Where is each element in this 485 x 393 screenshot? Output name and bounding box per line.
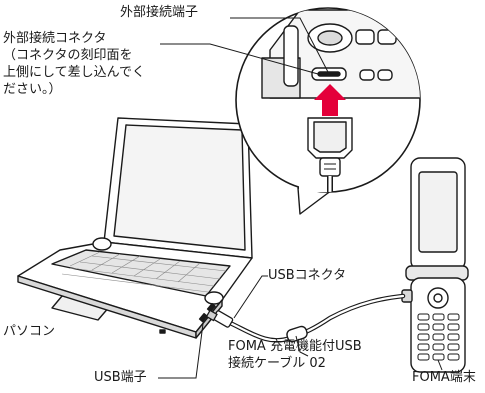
cable-line-2: 接続ケーブル 02 xyxy=(228,356,326,371)
insert-arrow xyxy=(314,84,346,116)
keyboard-keys xyxy=(61,251,227,293)
connector-note-line-2: 上側にして差し込んでく xyxy=(3,65,145,80)
label-connector-note: （コネクタの刻印面を 上側にして差し込んでく ださい。） xyxy=(3,47,145,98)
label-usb-connector: USBコネクタ xyxy=(268,268,347,283)
zoom-balloon xyxy=(235,7,421,215)
label-external-port: 外部接続端子 xyxy=(120,5,199,20)
cable-line-1: FOMA 充電機能付USB xyxy=(228,339,362,354)
usb-cable xyxy=(225,293,406,343)
label-external-connector: 外部接続コネクタ xyxy=(3,31,107,46)
leader-lines xyxy=(158,17,443,379)
connector-note-line-1: （コネクタの刻印面を xyxy=(3,48,133,63)
label-pc: パソコン xyxy=(3,324,56,339)
label-usb-port: USB端子 xyxy=(94,370,147,385)
foma-phone-illustration xyxy=(401,157,469,373)
connector-note-line-3: ださい。） xyxy=(3,82,62,97)
laptop-illustration xyxy=(17,117,253,339)
usb-plug xyxy=(205,309,234,328)
label-foma-terminal: FOMA端末 xyxy=(412,370,476,385)
label-cable: FOMA 充電機能付USB 接続ケーブル 02 xyxy=(228,338,362,372)
